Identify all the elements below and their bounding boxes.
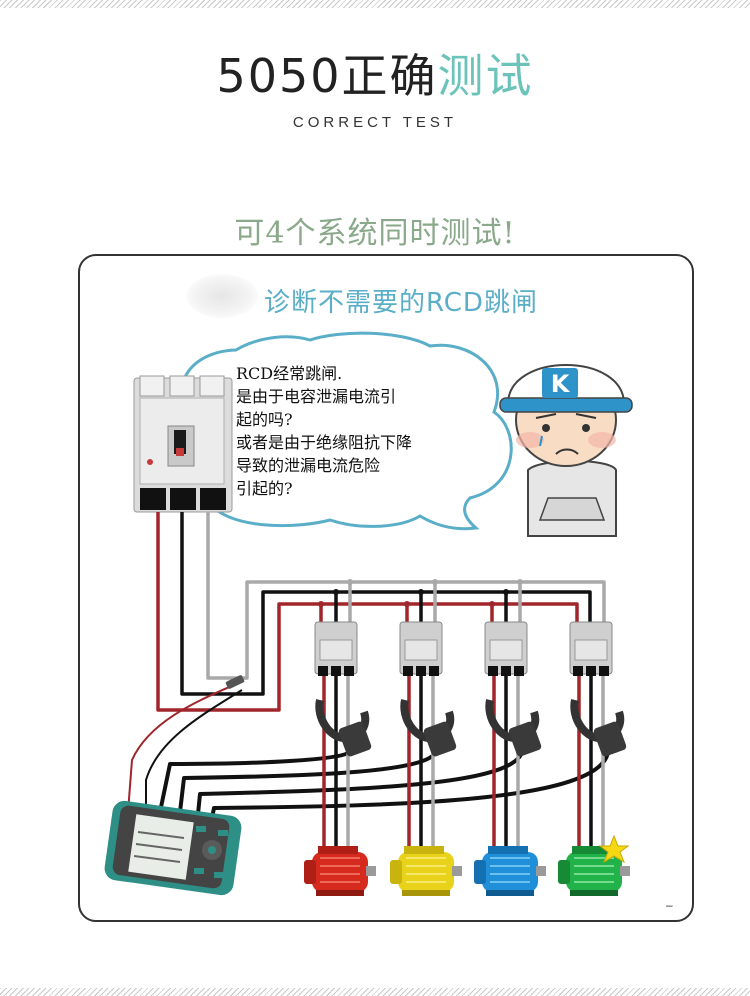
speech-line: 引起的? <box>236 479 293 498</box>
motor-icon <box>304 846 376 896</box>
contactor-icon <box>399 621 443 676</box>
speech-bubble-text: RCD经常跳闸. 是由于电容泄漏电流引 起的吗? 或者是由于绝缘阻抗下降 导致的… <box>236 362 486 500</box>
speech-line: 或者是由于绝缘阻抗下降 <box>236 433 413 452</box>
speech-line: 起的吗? <box>236 410 293 429</box>
speech-line: 导致的泄漏电流危险 <box>236 456 381 475</box>
spark-icon <box>598 834 630 864</box>
page-title-main: 5050正确 <box>216 49 438 103</box>
speech-line: 是由于电容泄漏电流引 <box>236 387 397 406</box>
clamp-sensor-icon <box>485 699 542 757</box>
page-subtitle: CORRECT TEST <box>292 114 458 131</box>
leakage-clamp-meter-icon <box>104 800 242 896</box>
contactor-icon <box>569 621 613 676</box>
circuit-breaker-icon <box>133 375 233 513</box>
page-title: 5050正确测试 <box>0 40 750 106</box>
corner-mark: – <box>666 898 673 912</box>
contactor-icon <box>314 621 358 676</box>
contactor-icon <box>484 621 528 676</box>
motor-feed-wires <box>322 676 605 846</box>
wiring <box>127 512 610 819</box>
blurred-mark <box>186 274 258 318</box>
problem-title: 诊断不需要的RCD跳闸 <box>264 288 538 318</box>
motor-icon <box>558 846 630 896</box>
clamp-sensor-icon <box>315 699 372 757</box>
speech-line: RCD经常跳闸. <box>236 364 343 383</box>
helmet-logo: K <box>551 370 571 398</box>
feature-headline: 可4个系统同时测试! <box>234 216 516 251</box>
clamp-sensor-icon <box>400 699 457 757</box>
bottom-hatch-border <box>0 988 750 996</box>
worried-worker-icon <box>499 364 633 537</box>
top-hatch-border <box>0 0 750 8</box>
motor-icon <box>474 846 546 896</box>
clamp-sensor-icon <box>570 699 627 757</box>
page-title-accent: 测试 <box>437 49 534 103</box>
motor-icon <box>390 846 462 896</box>
